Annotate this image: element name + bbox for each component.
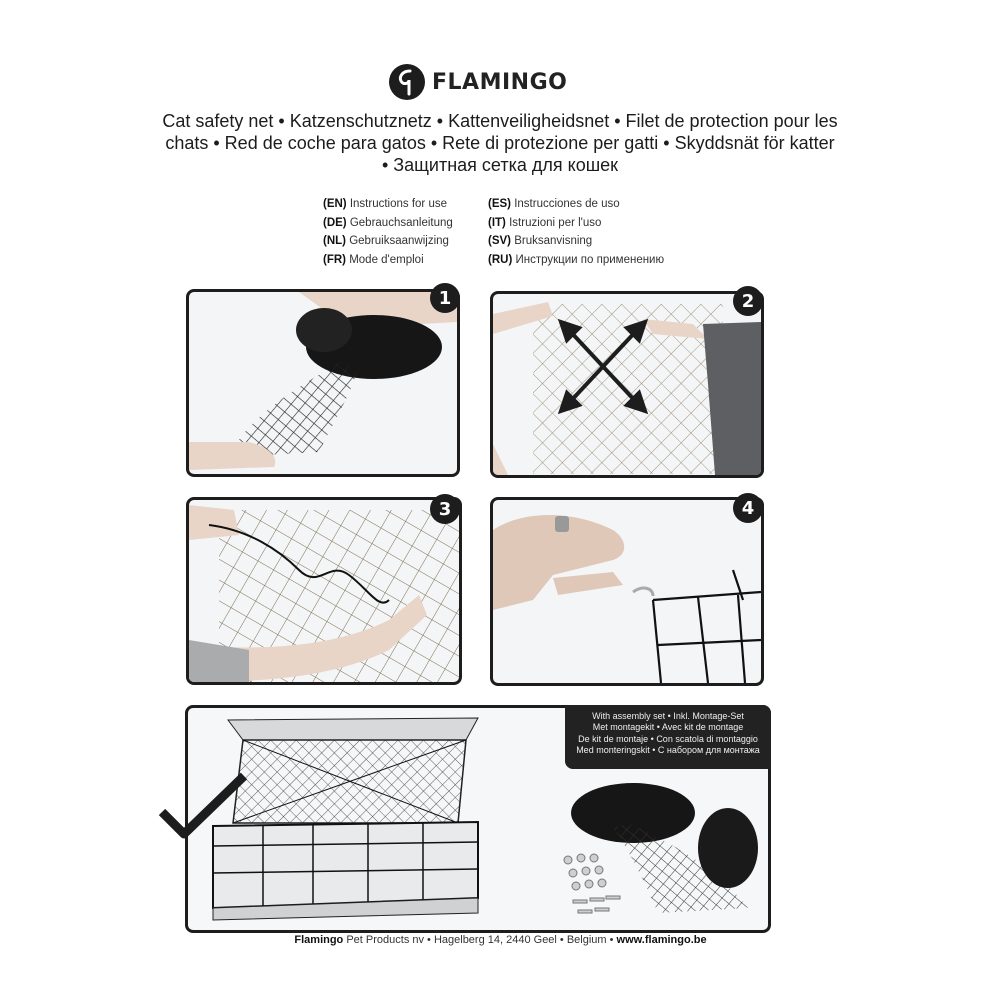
flamingo-logo-icon [389, 64, 425, 100]
language-item: (ES) Instrucciones de uso [488, 198, 620, 210]
language-item: (RU) Инструкции по применению [488, 253, 665, 266]
language-item: (FR) Mode d'emploi [323, 253, 424, 266]
language-item: (EN) Instructions for use [323, 198, 447, 210]
balcony-with-net-illustration [212, 717, 758, 921]
step-badge: 2 [733, 286, 763, 316]
kit-line: Med monteringskit • С набором для монтаж… [576, 744, 760, 755]
brand-name: FLAMINGO [432, 69, 568, 95]
language-item: (IT) Istruzioni per l'uso [488, 216, 602, 229]
language-item: (NL) Gebruiksaanwijzing [323, 235, 449, 247]
step-badge: 4 [733, 493, 763, 523]
kit-line: Met montagekit • Avec kit de montage [592, 722, 744, 733]
language-item: (DE) Gebrauchsanleitung [323, 216, 453, 229]
step-1-image [186, 289, 460, 477]
product-title: Cat safety net • Katzenschutznetz • Katt… [162, 111, 838, 175]
footer-url: www.flamingo.be [616, 934, 707, 946]
step-2-image [490, 291, 764, 478]
language-item: (SV) Bruksanvisning [488, 235, 593, 247]
checkmark-icon [158, 772, 248, 839]
footer-address: Flamingo Pet Products nv • Hagelberg 14,… [294, 934, 707, 946]
assembly-kit-label: With assembly set • Inkl. Montage-Set Me… [565, 705, 771, 769]
language-list-left: (EN) Instructions for use (DE) Gebrauchs… [323, 195, 453, 269]
kit-line: With assembly set • Inkl. Montage-Set [592, 711, 744, 721]
step-badge: 1 [430, 283, 460, 313]
language-list-right: (ES) Instrucciones de uso (IT) Istruzion… [488, 195, 664, 269]
kit-line: De kit de montaje • Con scatola di monta… [578, 733, 758, 744]
result-panel: With assembly set • Inkl. Montage-Set Me… [185, 705, 771, 933]
step-badge: 3 [430, 494, 460, 524]
step-3-image [186, 497, 462, 685]
flamingo-logo: FLAMINGO [388, 62, 567, 102]
step-4-image [490, 497, 764, 686]
